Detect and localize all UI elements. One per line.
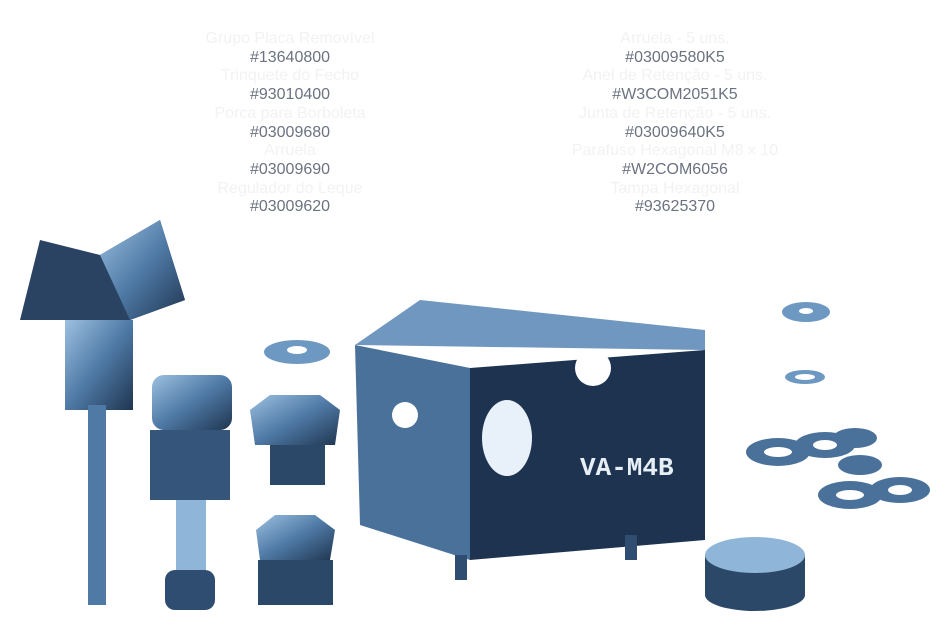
part-code: #13640800 [249,48,331,66]
port-hole [482,400,532,476]
part-code: #03009640K5 [625,123,725,141]
part-name: Tampa Hexagonal [610,179,740,197]
round-cap-part [705,537,805,611]
part-code: #03009620 [249,198,331,216]
part-code: #W2COM6056 [622,160,728,178]
part-name: Junta de Retenção - 5 uns. [578,104,772,122]
part-name: Arruela - 5 uns. [620,30,730,47]
part-code: #W3COM2051K5 [612,86,738,104]
part-name: Porca para Borboleta [214,104,366,122]
part-code: #93625370 [634,198,716,216]
part-name: Trinquete do Fecho [220,67,360,85]
port-hole [392,402,418,428]
hex-bolt-part [250,395,340,485]
part-name: Grupo Placa Removível [205,30,375,47]
valve-block-part: VA-M4B [355,300,705,580]
part-name: Regulador do Leque [217,179,363,197]
hex-cap-part [256,515,335,605]
block-label: VA-M4B [580,453,674,483]
knurled-bolt-part [150,375,232,610]
part-code: #03009690 [249,160,331,178]
port-hole [575,350,611,386]
parts-list-left: Grupo Placa Removível #13640800 Trinquet… [110,30,470,217]
washer-hole [287,346,307,354]
lever-part [20,220,185,605]
part-name: Anel de Retenção - 5 uns. [582,67,768,85]
part-name: Arruela [264,142,316,160]
part-name: Parafuso Hexagonal M8 x 10 [571,142,779,160]
part-code: #93010400 [249,86,331,104]
part-code: #03009580K5 [625,48,725,66]
part-code: #03009680 [249,123,331,141]
parts-list-right: Arruela - 5 uns. #03009580K5 Anel de Ret… [495,30,855,217]
